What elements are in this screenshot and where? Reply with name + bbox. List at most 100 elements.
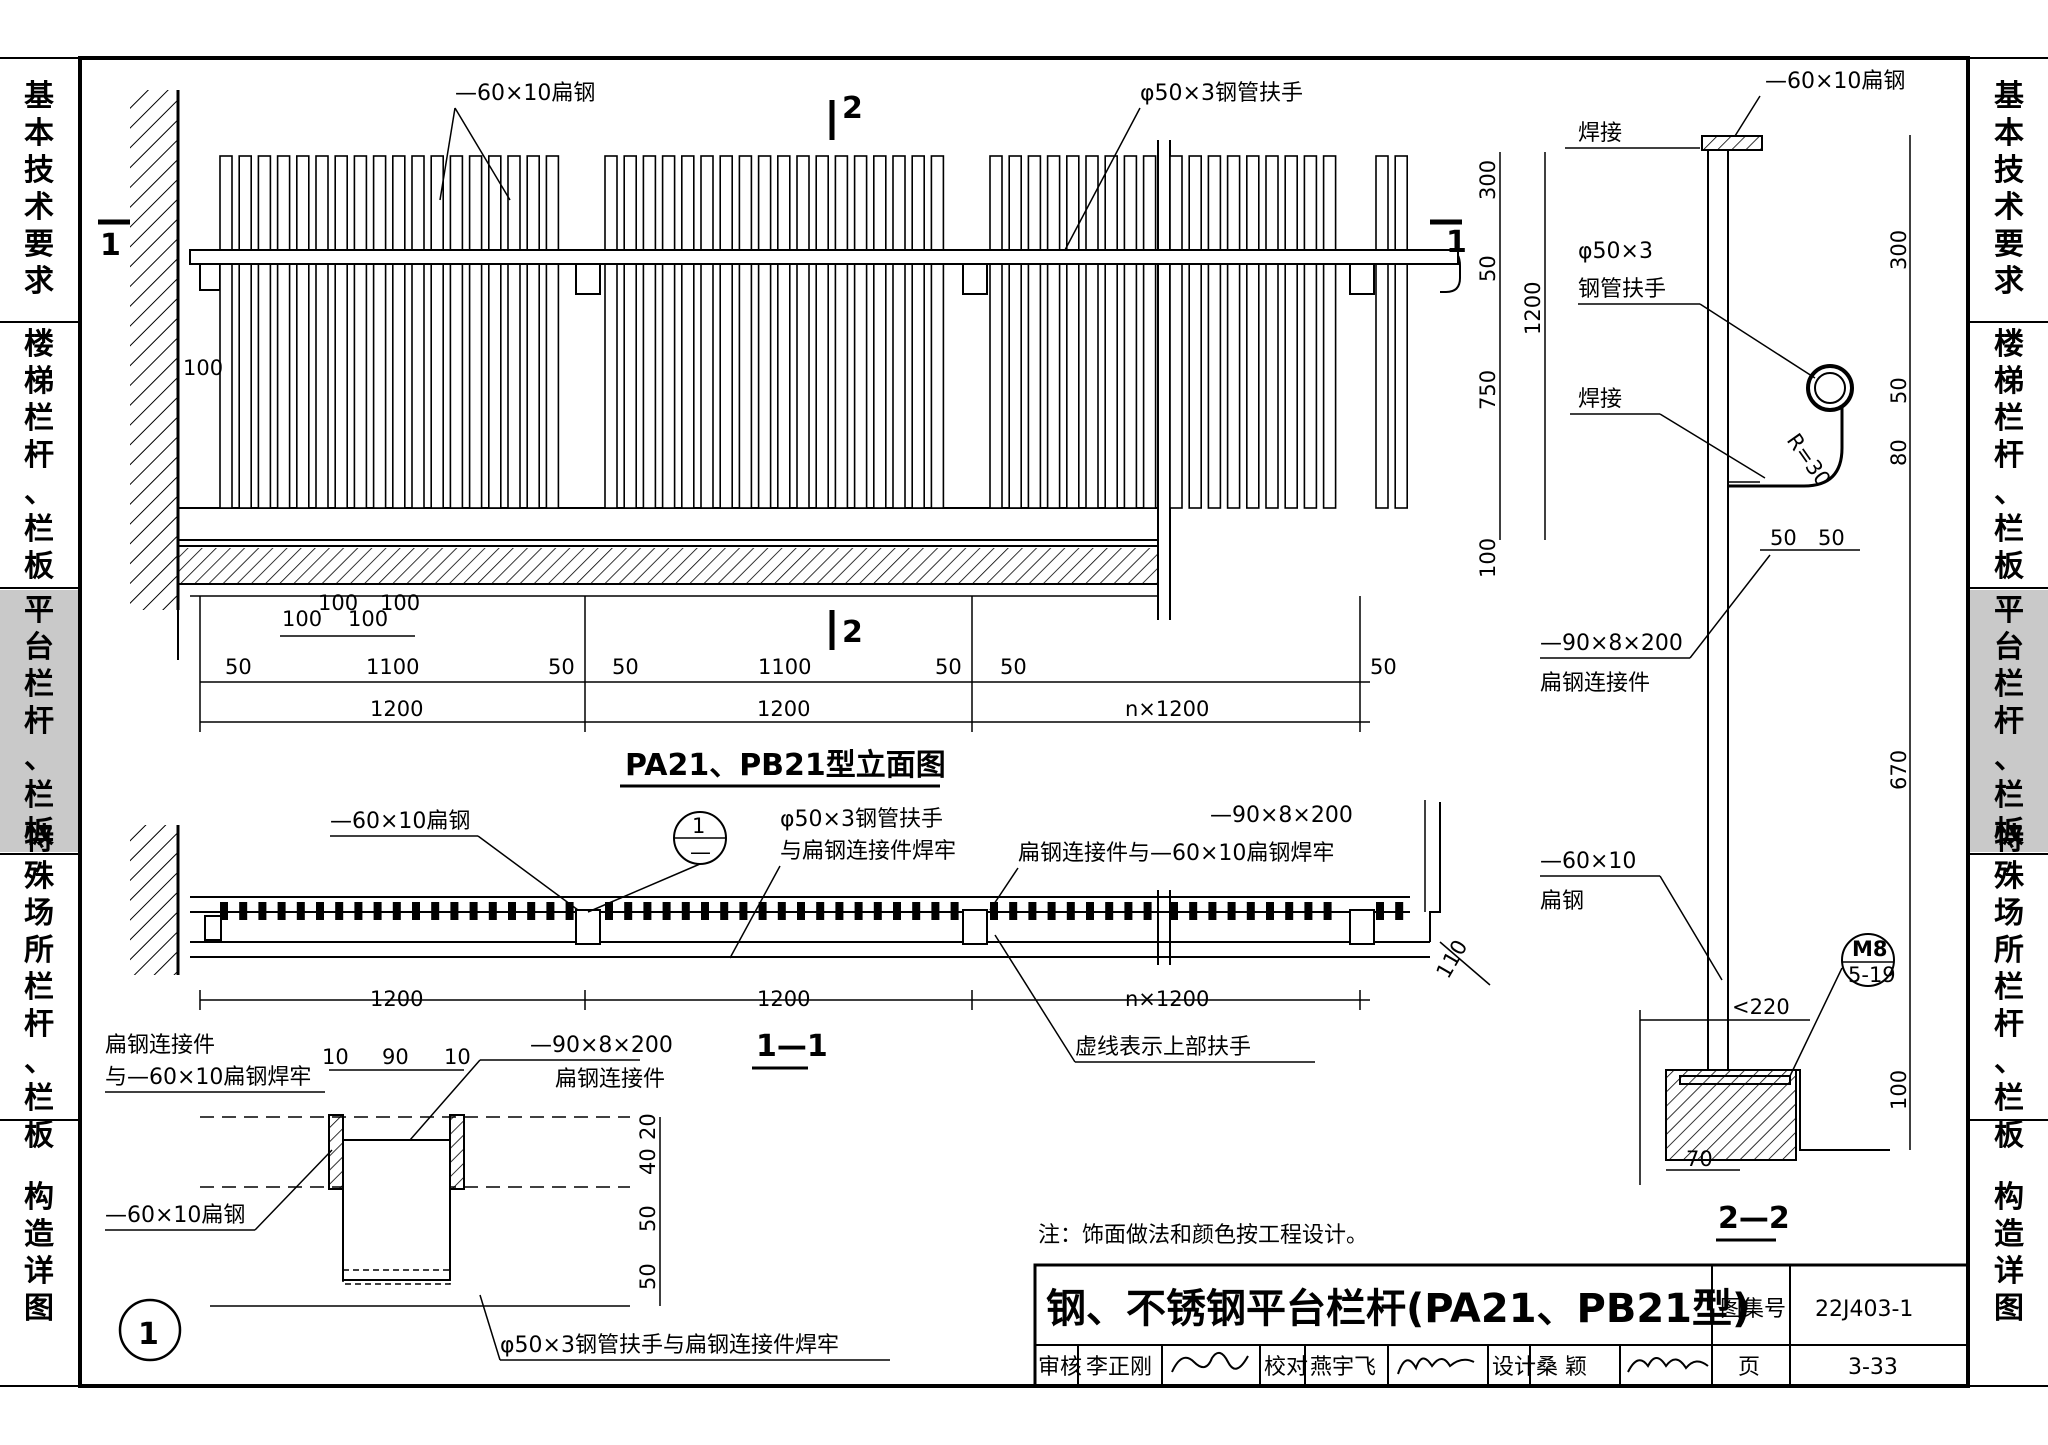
detail-label-conn-b: 与—60×10扁钢焊牢 [105,1065,311,1090]
plan-label-connector: —90×8×200 [1210,803,1353,828]
baluster-bar [815,155,830,509]
side-tab-char: 杆 [24,1006,54,1042]
side-tab-char: 板 [1994,1117,2024,1153]
side-tab-detail[interactable]: 构造详图 [0,1122,78,1384]
plan-picket [1395,902,1404,920]
side-tab-char: 要 [24,227,54,262]
side-tab-special[interactable]: 特殊场所栏杆、栏板 [0,822,78,1153]
baluster-bar [661,155,676,509]
side-tab-basic[interactable]: 基本技术要求 [1970,58,2048,320]
m8-bottom: 5-19 [1848,963,1896,987]
plan-picket [354,902,363,920]
side-tab-char: 、 [1994,1043,2024,1079]
plan-picket [605,902,613,920]
baluster-bar [1066,155,1080,509]
s2-dim-670: 670 [1887,750,1911,790]
side-tab-char: 术 [24,190,54,225]
detail-dim-10-b: 10 [444,1045,471,1069]
side-tab-char: 杆 [1994,1006,2024,1042]
plan-picket [1009,902,1018,920]
plan-picket [662,902,671,920]
plan-picket [893,902,901,920]
baluster-bar [719,155,734,509]
plan-picket [854,902,863,920]
note-text: 注：饰面做法和颜色按工程设计。 [1038,1223,1368,1248]
plan-dim-n1200: n×1200 [1125,987,1209,1011]
baluster-bar [1142,155,1157,509]
side-tab-basic[interactable]: 基本技术要求 [0,58,78,320]
baluster-bar [1123,155,1138,509]
section-2-2-title: 2—2 [1718,1201,1790,1236]
side-tab-char: 板 [1994,814,2024,850]
plan-picket [431,902,440,920]
side-tab-stair[interactable]: 楼梯栏杆、栏板 [0,324,78,586]
side-tab-char: 栏 [24,969,54,1005]
dim-1200-b: 1200 [757,697,810,721]
plan-picket [412,902,420,920]
side-tab-char: 栏 [24,777,54,813]
detail-1-view [200,1069,661,1307]
side-tab-platform[interactable]: 平台栏杆、栏板 [1970,590,2048,852]
side-tab-char: 栏 [1994,511,2024,547]
side-tab-detail[interactable]: 构造详图 [1970,1122,2048,1384]
page-label: 页 [1738,1355,1760,1380]
side-tab-char: 、 [24,740,54,776]
plan-pickets [220,902,1404,920]
baluster-bar [238,155,252,509]
handrail-connector [575,263,601,295]
baluster-bar [700,155,714,509]
baluster-bar [391,155,406,509]
plan-picket [816,902,825,920]
side-tab-char: 栏 [24,400,54,436]
plan-picket [1246,902,1255,920]
plan-dim-1200-b: 1200 [757,987,810,1011]
design-label: 设计 [1492,1355,1536,1380]
side-tab-char: 造 [1994,1217,2024,1252]
s2-dim-100: 100 [1887,1070,1911,1110]
side-tab-stair[interactable]: 楼梯栏杆、栏板 [1970,324,2048,586]
s2-label-flat-a: —60×10 [1540,849,1636,874]
elevation-dim-lines [199,596,1370,732]
dim-50-f: 50 [1370,655,1397,679]
baluster-bar [642,155,657,509]
s2-radius: R=30 [1782,429,1835,491]
atlas-number: 22J403-1 [1815,1297,1913,1322]
s2-label-flat-steel: —60×10扁钢 [1765,69,1905,94]
side-tab-char: 杆 [24,437,54,473]
side-tab-char: 构 [24,1180,54,1215]
title-block [1033,1263,1970,1388]
plan-picket [739,902,748,920]
plan-picket [296,902,305,920]
dim-100: 100 [1476,538,1500,578]
section-mark-2-top: 2 [842,91,863,126]
side-tab-char: 详 [24,1254,54,1289]
detail-dim-50-a: 50 [636,1205,660,1232]
plan-picket [1304,902,1313,920]
baluster-group [189,155,1459,509]
side-tab-char: 栏 [24,666,54,702]
left-side-tabs: 基本技术要求 楼梯栏杆、栏板 平台栏杆、栏板 特殊场所栏杆、栏板 构造详图 [0,58,78,1388]
detail-label-flat-steel: —60×10扁钢 [105,1203,245,1228]
baluster-bar [1207,155,1222,509]
dim-1100-a: 1100 [366,655,419,679]
baluster-bar [1188,155,1202,509]
side-tab-platform[interactable]: 平台栏杆、栏板 [0,590,78,852]
baluster-bar [1284,155,1298,509]
baluster-bar [1008,155,1023,509]
side-tab-char: 详 [1994,1254,2024,1289]
dim-300: 300 [1476,160,1500,200]
baluster-bar [853,155,868,509]
side-tab-special[interactable]: 特殊场所栏杆、栏板 [1970,822,2048,1153]
side-tab-char: 求 [24,264,54,299]
title-block-title: 钢、不锈钢平台栏杆(PA21、PB21型) [1046,1286,1750,1332]
dim-n1200-a: n×1200 [1125,697,1209,721]
side-tab-char: 板 [24,1117,54,1153]
plan-picket [488,902,497,920]
baluster-bar [1246,155,1260,509]
baluster-bar [1046,155,1061,509]
designer-name: 桑 颖 [1536,1355,1587,1380]
plan-picket [1105,902,1114,920]
side-tab-char: 梯 [1994,363,2024,399]
plan-picket [1047,902,1056,920]
